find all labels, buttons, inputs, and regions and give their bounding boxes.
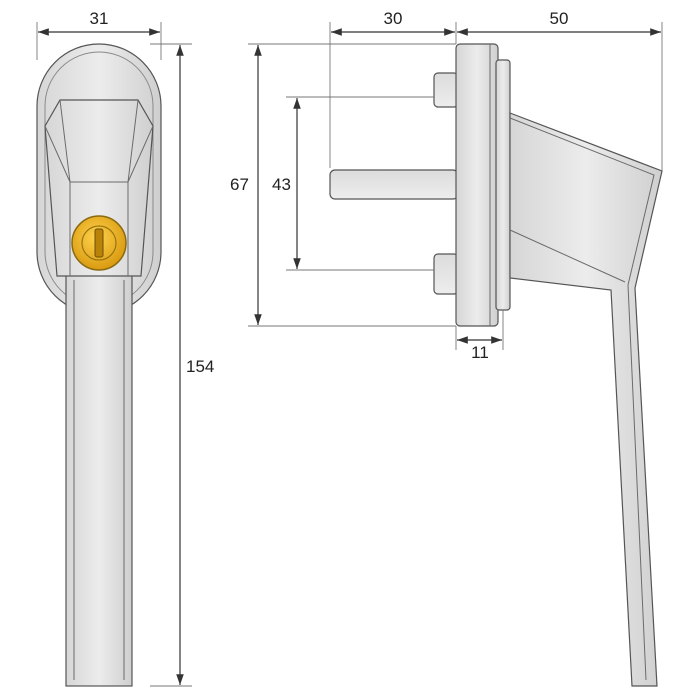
front-dimensions: 31 154 xyxy=(36,9,214,687)
spindle xyxy=(329,169,459,200)
dim-spindle-length: 30 xyxy=(384,9,403,28)
screw-boss-bottom xyxy=(433,253,459,295)
side-view xyxy=(329,43,663,687)
key-cylinder-icon xyxy=(71,215,127,271)
dim-total-length: 154 xyxy=(186,357,214,376)
side-dimensions: 30 50 67 43 11 xyxy=(230,9,663,362)
front-view xyxy=(36,43,162,687)
rose-plate xyxy=(455,43,499,327)
screw-boss-top xyxy=(433,72,459,108)
dim-front-width: 31 xyxy=(90,9,109,28)
dim-rose-depth: 11 xyxy=(471,343,489,362)
side-lever xyxy=(509,112,663,687)
dim-screw-spacing: 43 xyxy=(272,175,291,194)
rose-cap xyxy=(495,59,511,311)
dim-lever-reach: 50 xyxy=(550,9,569,28)
dim-rose-height: 67 xyxy=(230,175,249,194)
